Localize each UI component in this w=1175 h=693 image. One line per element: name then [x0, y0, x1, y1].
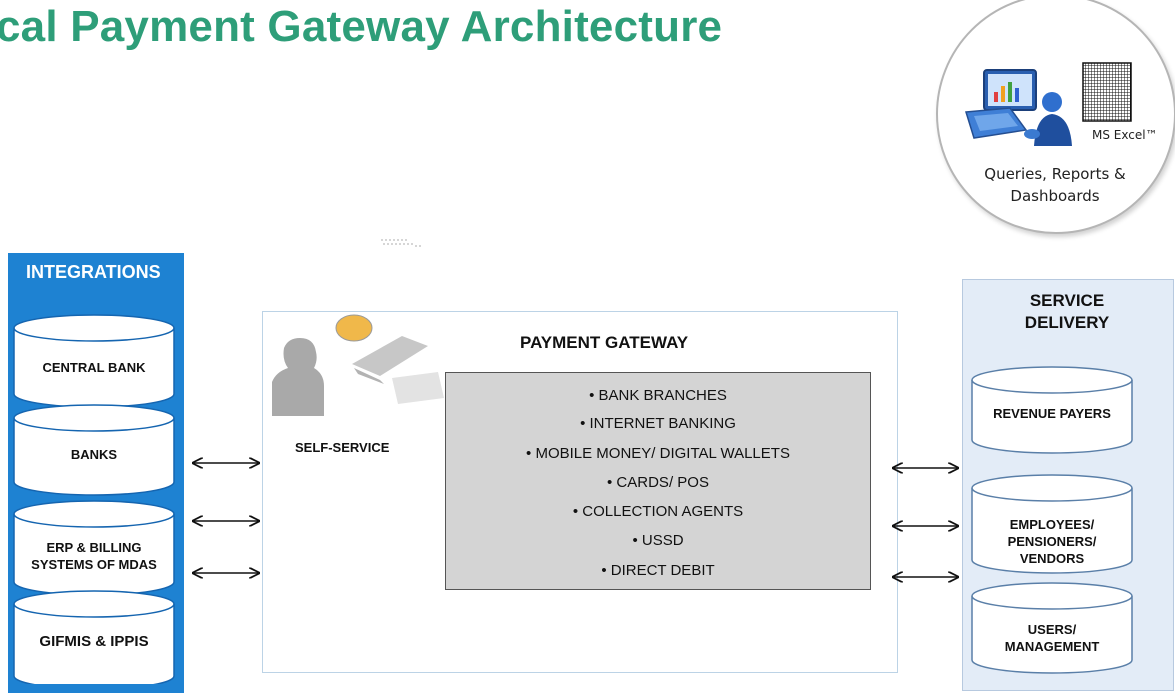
users-line2: MANAGEMENT [1004, 639, 1100, 654]
self-service-illustration [272, 314, 444, 416]
cylinder-gifmis-ippis [13, 590, 175, 684]
channel-item: • MOBILE MONEY/ DIGITAL WALLETS [526, 445, 790, 462]
service-label-revenue-payers: REVENUE PAYERS [993, 406, 1111, 421]
erp-line1: ERP & BILLING [46, 540, 142, 555]
integration-label-banks: BANKS [70, 447, 118, 462]
dotted-decoration [381, 239, 421, 247]
slide-title: cal Payment Gateway Architecture [0, 2, 723, 51]
service-delivery-title: SERVICE DELIVERY [962, 290, 1172, 334]
employees-line2: PENSIONERS/ [1007, 534, 1097, 549]
erp-line2: SYSTEMS OF MDAS [31, 557, 157, 572]
cylinder-revenue-payers [971, 366, 1133, 454]
integration-label-gifmis-ippis: GIFMIS & IPPIS [39, 633, 149, 650]
self-service-label: SELF-SERVICE [295, 440, 390, 455]
service-delivery-cylinders [971, 366, 1133, 674]
spreadsheet-grid-icon [1082, 62, 1132, 122]
computer-user-icon [965, 69, 1072, 146]
reports-label-line2: Dashboards [1010, 187, 1100, 205]
employees-line1: EMPLOYEES/ [1009, 517, 1095, 532]
channel-item: • INTERNET BANKING [580, 415, 736, 432]
reports-label: Queries, Reports & Dashboards [954, 163, 1156, 207]
channel-item: • COLLECTION AGENTS [572, 503, 744, 520]
cylinder-erp-billing [13, 500, 175, 596]
cylinder-banks [13, 404, 175, 496]
service-label-users-management: USERS/ MANAGEMENT [972, 621, 1132, 655]
service-label-employees: EMPLOYEES/ PENSIONERS/ VENDORS [972, 516, 1132, 567]
payment-channels-box: • BANK BRANCHES • INTERNET BANKING • MOB… [445, 372, 871, 590]
cylinder-users-management [971, 582, 1133, 674]
integration-label-erp-billing: ERP & BILLING SYSTEMS OF MDAS [14, 539, 174, 573]
service-delivery-title-line2: DELIVERY [1024, 313, 1110, 332]
channel-item: • BANK BRANCHES [589, 387, 727, 404]
channel-item: • DIRECT DEBIT [601, 562, 715, 579]
users-line1: USERS/ [1027, 622, 1077, 637]
payment-gateway-title: PAYMENT GATEWAY [520, 333, 689, 352]
cylinder-employees [971, 474, 1133, 574]
channel-item: • CARDS/ POS [607, 474, 709, 491]
integrations-cylinders [13, 314, 175, 684]
service-delivery-title-line1: SERVICE [1029, 291, 1105, 310]
integration-label-central-bank: CENTRAL BANK [42, 360, 146, 375]
integrations-title: INTEGRATIONS [26, 262, 161, 282]
employees-line3: VENDORS [1019, 551, 1085, 566]
channel-item: • USSD [632, 532, 684, 549]
reports-label-line1: Queries, Reports & [984, 165, 1126, 183]
excel-label: MS Excel™ [1092, 128, 1158, 142]
